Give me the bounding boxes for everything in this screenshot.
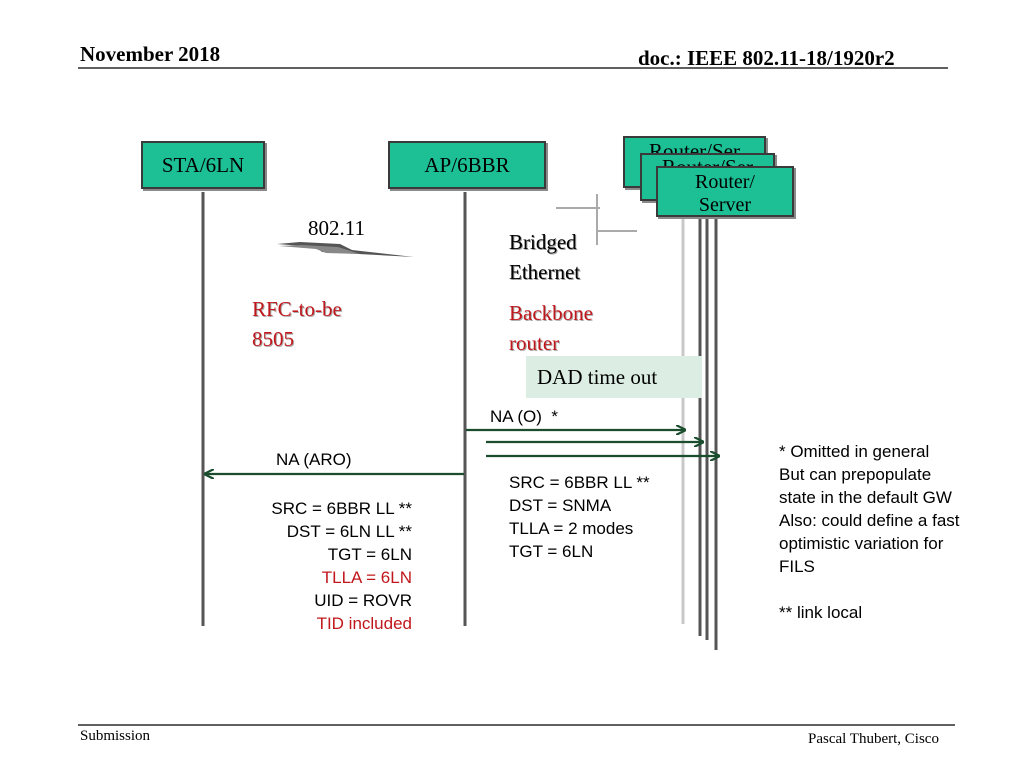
na-aro-field: TLLA = 6LN <box>321 568 412 587</box>
na-o-fields: SRC = 6BBR LL ** DST = SNMA TLLA = 2 modes… <box>509 471 679 563</box>
backbone-label-line2: router <box>509 331 560 355</box>
backbone-label-line1: Backbone <box>509 301 593 325</box>
bridged-label-line1: Bridged <box>509 230 577 254</box>
wireless-label: 802.11 <box>308 216 365 240</box>
footnote-line <box>779 578 999 601</box>
backbone-router-label: Backbone router <box>509 298 593 358</box>
na-aro-field: UID = ROVR <box>314 591 412 610</box>
footer-submission: Submission <box>80 728 151 744</box>
footnote-line: * Omitted in general <box>779 442 930 461</box>
dad-timeout-box <box>526 356 702 398</box>
footnote-line: ** link local <box>779 603 863 622</box>
na-o-field: DST = SNMA <box>509 496 612 515</box>
entity-sta-box: STA/6LN <box>141 141 265 189</box>
na-aro-field: TID included <box>316 614 412 633</box>
footnote-line: FILS <box>779 557 815 576</box>
header-doc-id: doc.: IEEE 802.11-18/1920r2 <box>638 46 895 70</box>
rfc-label-line2: 8505 <box>252 327 294 351</box>
footer-author: Pascal Thubert, Cisco <box>808 731 939 747</box>
header-date: November 2018 <box>80 42 221 66</box>
na-aro-field: SRC = 6BBR LL ** <box>271 499 412 518</box>
footnote-line: state in the default GW <box>779 488 952 507</box>
footnote-line: But can prepopulate <box>779 465 932 484</box>
router-front-label-1: Router/ <box>695 171 755 193</box>
entity-ap-box: AP/6BBR <box>388 141 546 189</box>
na-o-label: NA (O) * <box>490 407 559 426</box>
router-front-label-2: Server <box>698 194 752 216</box>
entity-router-front-box: Router/ Server <box>656 166 794 217</box>
na-o-field: TLLA = 2 modes <box>509 519 634 538</box>
na-aro-label: NA (ARO) <box>276 450 352 469</box>
bridged-label-line2: Ethernet <box>509 260 581 284</box>
na-aro-field: DST = 6LN LL ** <box>286 522 412 541</box>
na-o-field: SRC = 6BBR LL ** <box>509 473 650 492</box>
rfc-label: RFC-to-be 8505 <box>252 294 342 354</box>
footnote-line: Also: could define a fast <box>779 511 960 530</box>
bridged-ethernet-label: Bridged Ethernet <box>509 227 580 287</box>
na-aro-fields: SRC = 6BBR LL ** DST = 6LN LL ** TGT = 6LN… <box>212 497 412 635</box>
rfc-label-line1: RFC-to-be <box>252 297 342 321</box>
dad-timeout-label: DAD time out <box>537 365 658 389</box>
na-aro-field: TGT = 6LN <box>327 545 412 564</box>
na-o-field: TGT = 6LN <box>509 542 594 561</box>
footnote-line: optimistic variation for <box>779 534 944 553</box>
